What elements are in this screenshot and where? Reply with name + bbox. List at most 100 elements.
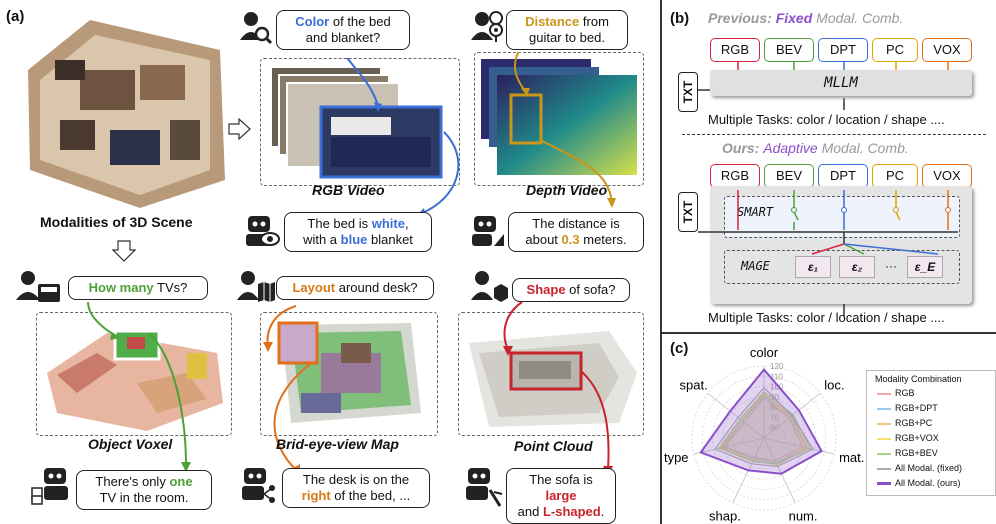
depth-answer-text-3: meters. — [579, 232, 627, 247]
expert-2: ε₂ — [839, 256, 875, 278]
dashed-separator — [682, 134, 986, 135]
bev-map-caption: Brid-eye-view Map — [276, 436, 399, 452]
robot-voxel-icon — [31, 468, 68, 505]
depth-question-text: from guitar to bed. — [529, 14, 609, 45]
legend-label: RGB — [895, 388, 915, 398]
panel-a-label: (a) — [6, 8, 25, 25]
rgb-question-bubble: Color of the bed and blanket? — [276, 10, 410, 50]
legend-swatch — [877, 467, 891, 470]
pc-answer-bubble: The sofa is large and L-shaped. — [506, 468, 616, 524]
voxel-answer-text-1: There's only — [95, 474, 170, 489]
object-voxel-frame — [36, 312, 232, 436]
radar-series — [714, 386, 814, 468]
rgb-answer-text-1: The bed is — [307, 216, 372, 231]
radar-axis-label: type — [664, 450, 689, 465]
modality-vox: VOX — [922, 164, 972, 188]
rgb-answer-keyword-1: white — [371, 216, 405, 231]
cube-person-icon — [471, 271, 508, 302]
voxel-arrows — [87, 301, 191, 472]
legend-swatch — [877, 437, 891, 440]
previous-title-suffix: Modal. Comb. — [812, 10, 904, 26]
radar-series — [724, 397, 804, 462]
previous-arrows — [698, 62, 949, 110]
pc-answer-period: . — [600, 504, 605, 519]
modality-pc: PC — [872, 38, 918, 62]
pc-answer-text-2: and — [517, 504, 543, 519]
depth-video-caption: Depth Video — [526, 182, 608, 198]
legend-item: RGB — [877, 387, 915, 399]
legend-item: All Modal. (ours) — [877, 477, 961, 489]
robot-measure-icon — [472, 216, 504, 246]
radar-chart: colorloc.mat.num.shap.typespat.607080901… — [664, 345, 864, 523]
bev-question-bubble: Layout around desk? — [276, 276, 434, 300]
rgb-question-keyword: Color — [295, 14, 330, 29]
modality-rgb: RGB — [710, 38, 760, 62]
radar-spoke — [763, 437, 796, 504]
radar-tick-label: 80 — [770, 403, 779, 412]
rgb-video-caption: RGB Video — [312, 182, 385, 198]
depth-question-keyword: Distance — [525, 14, 580, 29]
depth-answer-bubble: The distance is about 0.3 meters. — [508, 212, 644, 252]
legend-item: RGB+DPT — [877, 402, 938, 414]
radar-series — [718, 391, 811, 465]
depth-video-frame — [474, 52, 644, 186]
pc-question-text: of sofa? — [565, 282, 616, 297]
horizontal-divider — [661, 332, 996, 334]
modality-dpt: DPT — [818, 164, 868, 188]
radar-axis-label: num. — [789, 508, 818, 523]
radar-tick-label: 100 — [770, 383, 784, 392]
ours-title-prefix: Ours: — [722, 140, 764, 156]
smart-label: SMART — [737, 205, 774, 219]
depth-answer-keyword: 0.3 — [561, 232, 580, 247]
radar-spoke — [707, 392, 765, 439]
radar-tick-label: 120 — [770, 362, 784, 371]
modality-rgb: RGB — [710, 164, 760, 188]
radar-tick-label: 70 — [770, 413, 779, 422]
down-arrow-icon — [112, 240, 136, 262]
legend-swatch — [877, 422, 891, 425]
robot-network-icon — [242, 468, 275, 503]
ours-title-suffix: Modal. Comb. — [817, 140, 909, 156]
modality-vox: VOX — [922, 38, 972, 62]
object-voxel-caption: Object Voxel — [88, 436, 173, 452]
tasks-ours: Multiple Tasks: color / location / shape… — [708, 310, 945, 325]
mage-label: MAGE — [741, 259, 770, 273]
pc-answer-keyword-1: large — [545, 488, 577, 503]
depth-answer-text-2: about — [525, 232, 562, 247]
rgb-answer-text-2: with a — [303, 232, 341, 247]
ours-title-keyword: Adaptive — [763, 140, 818, 156]
expert-1: ε₁ — [795, 256, 831, 278]
rgb-answer-keyword-2: blue — [340, 232, 368, 247]
previous-title-prefix: Previous: — [708, 10, 776, 26]
legend-swatch — [877, 407, 891, 410]
legend-item: RGB+BEV — [877, 447, 938, 459]
panel-c-label: (c) — [670, 340, 689, 357]
expert-e: ε_E — [907, 256, 943, 278]
modality-pc: PC — [872, 164, 918, 188]
txt-label-previous: TXT — [681, 80, 695, 104]
bev-question-keyword: Layout — [292, 280, 336, 295]
rgb-answer-bubble: The bed is white, with a blue blanket — [284, 212, 432, 252]
legend-label: RGB+PC — [895, 418, 933, 428]
radar-grid-ring — [691, 365, 837, 511]
voxel-question-text: TVs? — [153, 280, 188, 295]
radar-tick-label: 90 — [770, 393, 779, 402]
radar-axis-label: shap. — [709, 508, 741, 523]
radar-axis-label: mat. — [839, 450, 864, 465]
legend-item: All Modal. (fixed) — [877, 462, 962, 474]
legend-label: All Modal. (fixed) — [895, 463, 963, 473]
vertical-divider — [660, 0, 662, 524]
voxel-answer-text-2: TV in the room. — [99, 490, 189, 505]
bev-answer-keyword: right — [301, 488, 331, 503]
panel-b-label: (b) — [670, 10, 690, 27]
legend-label: RGB+DPT — [895, 403, 938, 413]
point-cloud-frame — [458, 312, 644, 436]
smart-box: SMART — [724, 196, 960, 238]
legend-swatch — [877, 392, 891, 395]
legend-swatch — [877, 482, 891, 486]
scene-render — [28, 20, 225, 208]
legend-label: RGB+BEV — [895, 448, 938, 458]
rgb-video-frame — [260, 58, 460, 186]
ours-title: Ours: Adaptive Modal. Comb. — [722, 140, 909, 156]
